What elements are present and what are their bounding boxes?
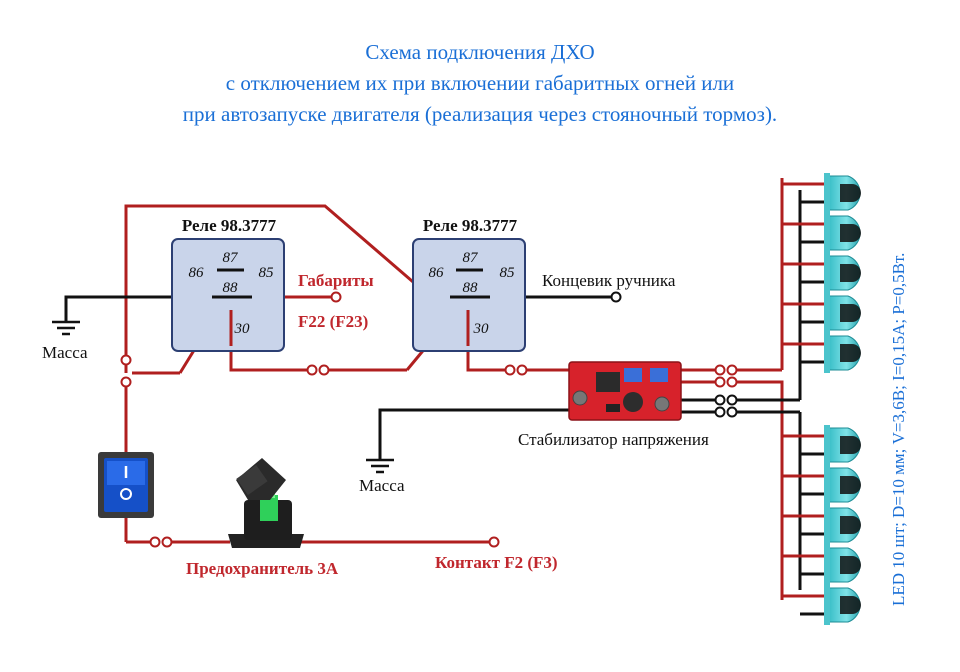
label-fuse: Предохранитель 3А bbox=[186, 559, 339, 578]
led-chip bbox=[840, 184, 861, 202]
label-koncevik: Концевик ручника bbox=[542, 271, 676, 290]
label-massa-2: Масса bbox=[359, 476, 405, 495]
relay-1-pin-30: 30 bbox=[234, 321, 251, 337]
relay-1-pin-86: 86 bbox=[189, 265, 205, 281]
relay-2-pin-30: 30 bbox=[473, 321, 490, 337]
led-chip bbox=[840, 516, 861, 534]
led-chip bbox=[840, 556, 861, 574]
ground-icon bbox=[52, 320, 80, 336]
relay-2-pin-87: 87 bbox=[463, 250, 480, 266]
label-led-spec: LED 10 шт; D=10 мм; V=3,6В; I=0,15А; P=0… bbox=[889, 253, 908, 606]
wire-plus-bus-lower bbox=[730, 380, 784, 600]
led-chip bbox=[840, 224, 861, 242]
relay-1 bbox=[171, 238, 285, 352]
relay-1-pin-87: 87 bbox=[223, 250, 240, 266]
relay-1-pin-88: 88 bbox=[223, 280, 239, 296]
toggle-switch-icon bbox=[98, 452, 154, 518]
led-chip bbox=[840, 476, 861, 494]
led-chip bbox=[840, 264, 861, 282]
led-array bbox=[782, 173, 861, 625]
led-chip bbox=[840, 344, 861, 362]
title-line-1: Схема подключения ДХО bbox=[365, 40, 595, 64]
led-rim bbox=[824, 545, 830, 585]
led-rim bbox=[824, 465, 830, 505]
wire-top-loop bbox=[124, 204, 435, 373]
title-line-3: при автозапуске двигателя (реализация че… bbox=[182, 102, 778, 126]
relay-1-title: Реле 98.3777 bbox=[182, 216, 277, 235]
wire-massa1 bbox=[64, 295, 190, 322]
relay-2-pin-85: 85 bbox=[500, 265, 516, 281]
wire-massa2 bbox=[378, 408, 570, 460]
relay-2 bbox=[412, 238, 526, 352]
led-chip bbox=[840, 436, 861, 454]
red-wires bbox=[124, 178, 784, 600]
relay-2-title: Реле 98.3777 bbox=[423, 216, 518, 235]
label-massa-1: Масса bbox=[42, 343, 88, 362]
led-rim bbox=[824, 505, 830, 545]
label-contact: Контакт F2 (F3) bbox=[435, 553, 558, 572]
relay-2-pin-88: 88 bbox=[463, 280, 479, 296]
fuse-holder-icon bbox=[228, 458, 304, 548]
led-rim bbox=[824, 253, 830, 293]
label-gabarity: Габариты bbox=[298, 271, 374, 290]
voltage-stabilizer-board bbox=[568, 361, 682, 421]
label-stabilizer: Стабилизатор напряжения bbox=[518, 430, 709, 449]
relay-2-pin-86: 86 bbox=[429, 265, 445, 281]
led-rim bbox=[824, 293, 830, 333]
led-rim bbox=[824, 213, 830, 253]
title-line-2: с отключением их при включении габаритны… bbox=[225, 71, 735, 95]
led-chip bbox=[840, 596, 861, 614]
connectors bbox=[120, 291, 738, 548]
led-rim bbox=[824, 425, 830, 465]
led-rim bbox=[824, 333, 830, 373]
relay-1-pin-85: 85 bbox=[259, 265, 275, 281]
led-rim bbox=[824, 173, 830, 213]
led-chip bbox=[840, 304, 861, 322]
ground-icon bbox=[366, 458, 394, 474]
label-f22: F22 (F23) bbox=[298, 312, 368, 331]
led-rim bbox=[824, 585, 830, 625]
